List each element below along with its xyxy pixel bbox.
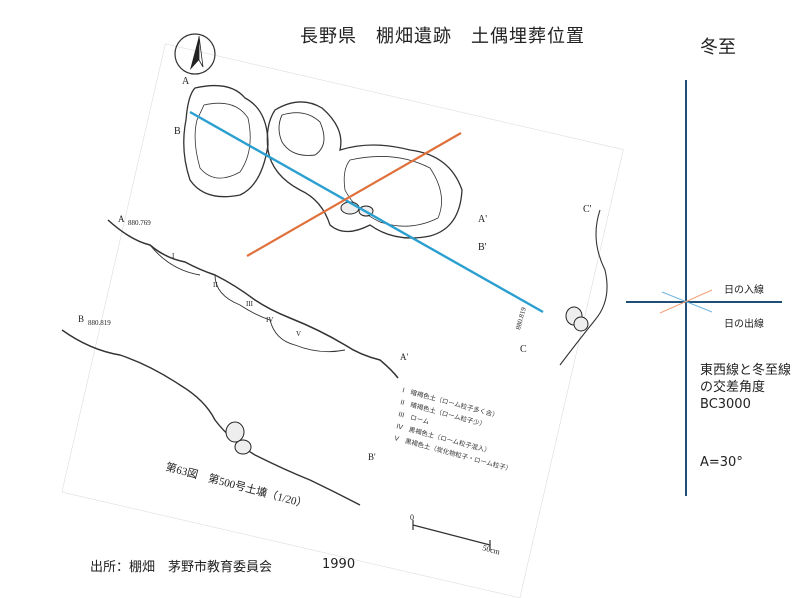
label-B: B <box>174 126 181 137</box>
elevation-A: 880.769 <box>128 219 151 227</box>
scale-bar <box>412 520 491 550</box>
layer-V: V <box>296 330 301 338</box>
profile-B <box>61 329 361 506</box>
scale-start: 0 <box>410 513 414 522</box>
paper-sheet <box>61 43 624 598</box>
label-B-prime: B' <box>478 242 487 253</box>
layer-I: I <box>172 252 175 260</box>
layer-II: II <box>213 281 218 289</box>
label-A-section: A <box>118 214 125 224</box>
solstice-line <box>246 132 462 257</box>
label-A: A <box>182 76 190 87</box>
elevation-B: 880.819 <box>88 319 111 327</box>
legend-sunrise-line: 日の出線 <box>724 319 764 330</box>
label-C: C <box>520 344 527 355</box>
angle-note-era: BC3000 <box>700 397 751 412</box>
angle-note-text: 東西線と冬至線の交差角度 <box>700 363 792 395</box>
pit-center-inner <box>278 112 325 156</box>
east-west-line <box>189 110 544 314</box>
pit-left <box>183 84 269 198</box>
angle-value: A=30° <box>700 455 743 470</box>
label-B-prime-section: B' <box>368 452 376 462</box>
profile-A-layer <box>149 244 346 353</box>
label-A-prime: A' <box>478 214 487 225</box>
page-title: 長野県 棚畑遺跡 土偶埋葬位置 <box>300 26 585 47</box>
pit-outlines <box>183 84 608 366</box>
label-A-prime-section: A' <box>400 352 408 362</box>
north-arrow-icon <box>174 33 216 75</box>
source-credit: 出所：棚畑 茅野市教育委員会 <box>90 560 273 575</box>
season-label: 冬至 <box>700 37 736 58</box>
angle-note: 東西線と冬至線の交差角度 BC3000 <box>700 362 795 413</box>
sunset-indicator <box>661 291 713 313</box>
label-B-section: B <box>78 314 84 324</box>
source-year: 1990 <box>322 557 356 572</box>
pit-left-inner <box>194 102 251 179</box>
label-C-prime: C' <box>583 204 592 215</box>
layer-III: III <box>246 300 254 308</box>
section-profiles <box>61 219 399 506</box>
profile-A <box>107 219 399 379</box>
sunrise-indicator <box>659 289 713 314</box>
legend-sunset-line: 日の入線 <box>724 285 764 296</box>
pit-right-edge <box>559 209 608 366</box>
dogu-figurine-icon <box>225 201 589 455</box>
layer-IV: IV <box>266 316 273 324</box>
pit-center <box>266 101 463 239</box>
excavation-figure <box>61 43 624 598</box>
